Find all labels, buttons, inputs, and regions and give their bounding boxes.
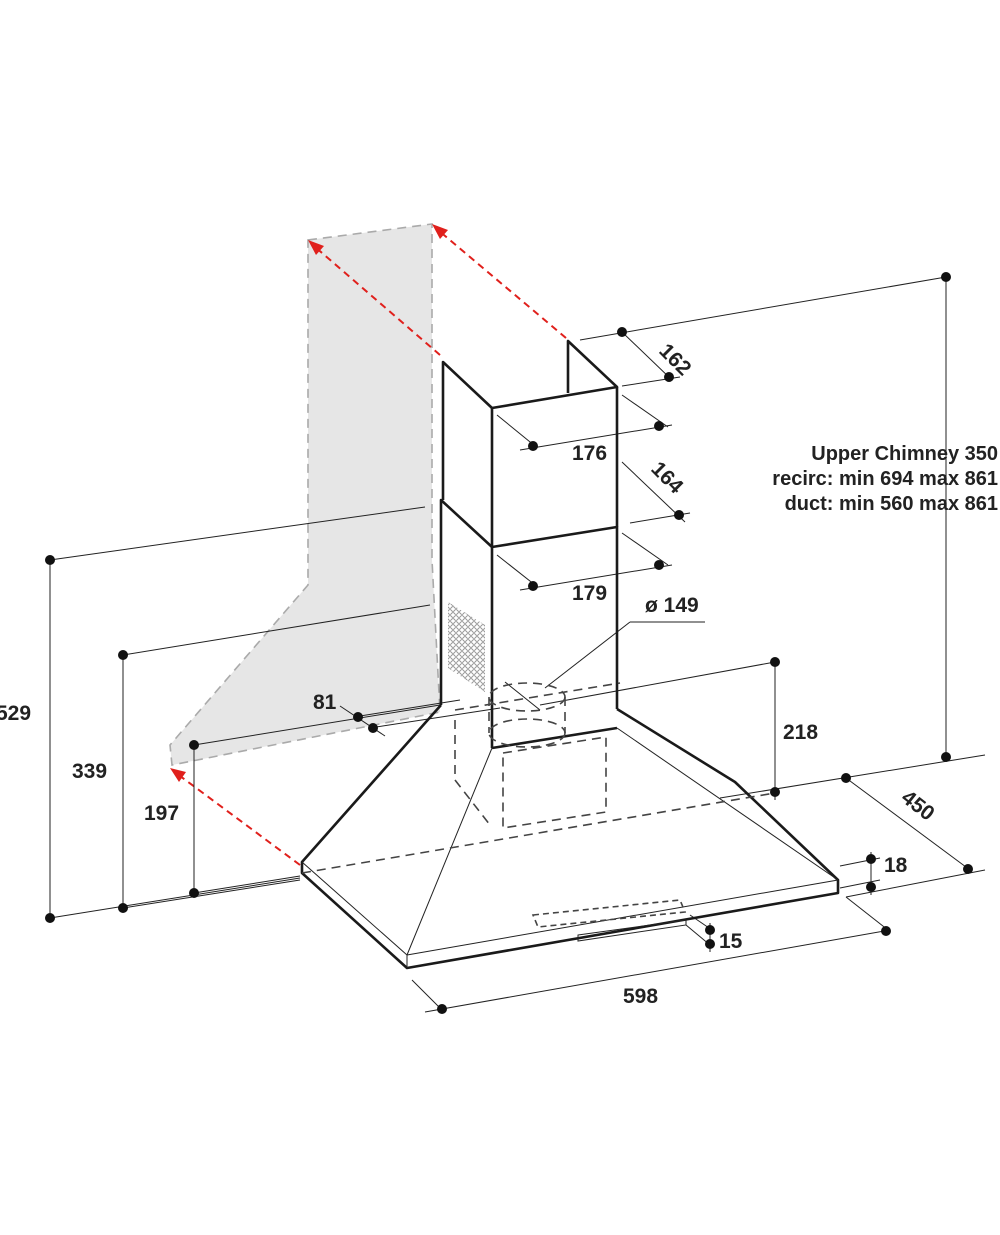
wall-shadow <box>169 223 441 766</box>
hood-body <box>300 339 840 970</box>
dimension-dots <box>45 272 973 1014</box>
dim-176: 176 <box>572 442 607 465</box>
dim-339: 339 <box>72 760 107 783</box>
red-extension-arrows <box>170 224 567 866</box>
note-duct: duct: min 560 max 861 <box>785 493 998 515</box>
dim-15: 15 <box>719 930 743 953</box>
dim-529: 529 <box>0 702 31 725</box>
dim-18: 18 <box>884 854 908 877</box>
note-recirc: recirc: min 694 max 861 <box>772 468 998 490</box>
dim-598: 598 <box>623 985 658 1008</box>
dim-218: 218 <box>783 721 818 744</box>
dim-81: 81 <box>313 691 337 714</box>
note-upper-chimney: Upper Chimney 350 <box>811 443 998 465</box>
dim-162: 162 <box>654 339 695 380</box>
dim-164: 164 <box>646 457 687 498</box>
extension-lines <box>49 276 986 1013</box>
dim-450: 450 <box>897 786 939 826</box>
dim-149: ø 149 <box>645 594 699 617</box>
dim-197: 197 <box>144 802 179 825</box>
grille-pattern <box>448 602 485 692</box>
dim-179: 179 <box>572 582 607 605</box>
